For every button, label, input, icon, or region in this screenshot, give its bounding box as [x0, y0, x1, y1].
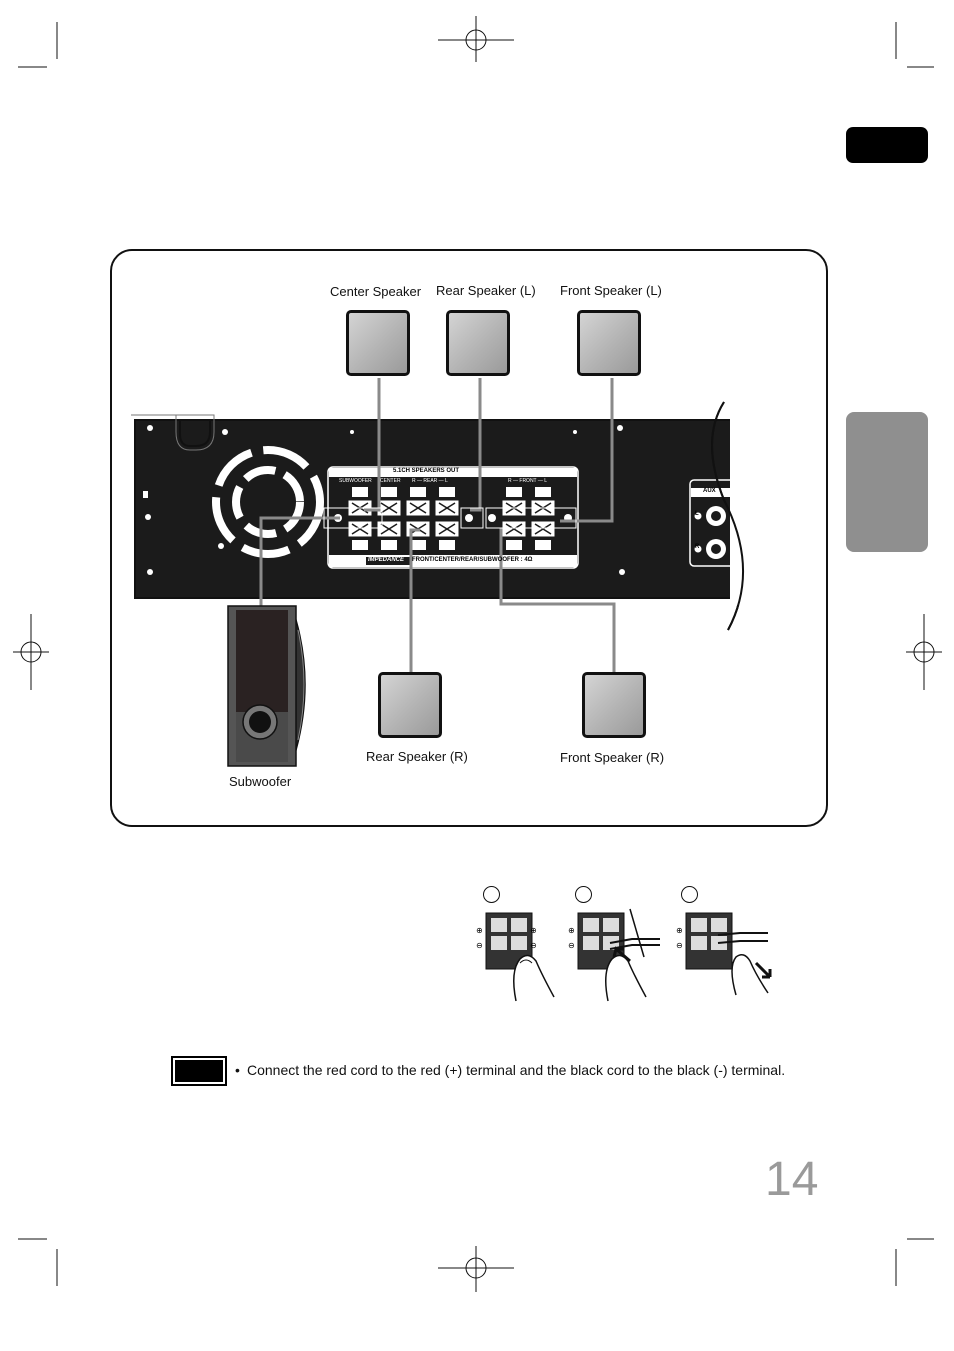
svg-text:⊖: ⊖	[676, 941, 683, 950]
step-3-marker	[681, 886, 698, 903]
subwoofer	[227, 605, 306, 767]
section-tab	[846, 127, 928, 163]
registration-mark-icon	[13, 614, 49, 690]
panel-col-subwoofer: SUBWOOFER	[339, 478, 372, 484]
rear-speaker-right	[378, 672, 442, 738]
subwoofer-label: Subwoofer	[229, 774, 292, 789]
svg-text:⊕: ⊕	[568, 926, 575, 935]
svg-text:⊖: ⊖	[568, 941, 575, 950]
center-speaker-label: Center Speaker	[330, 284, 422, 299]
registration-mark-icon	[438, 1246, 514, 1292]
finger-press-icon	[605, 954, 647, 1002]
finger-press-icon	[513, 954, 555, 1002]
note-body: Connect the red cord to the red (+) term…	[247, 1062, 786, 1078]
panel-header: 5.1CH SPEAKERS OUT	[393, 468, 460, 474]
registration-mark-icon	[438, 16, 514, 62]
front-speaker-right-label: Front Speaker (R)	[560, 750, 665, 765]
svg-text:⊕: ⊕	[476, 926, 483, 935]
front-speaker-right	[582, 672, 646, 738]
aux-l-label: L	[695, 511, 699, 517]
panel-col-center: CENTER	[380, 478, 401, 484]
arrow-icon	[754, 961, 772, 979]
arrow-icon	[612, 946, 631, 963]
chapter-tab	[846, 412, 928, 552]
svg-text:⊕: ⊕	[676, 926, 683, 935]
panel-col-rear: R — REAR — L	[412, 478, 448, 484]
note-badge	[171, 1056, 227, 1086]
note-bullet: •	[235, 1062, 240, 1078]
connection-steps: ⊕ ⊖ ⊕ ⊖ ⊕ ⊖ ⊕ ⊖	[476, 908, 772, 1002]
finger-press-icon	[731, 954, 769, 996]
front-speaker-left-label: Front Speaker (L)	[560, 283, 662, 298]
panel-impedance-text: FRONT/CENTER/REAR/SUBWOOFER : 4Ω	[412, 557, 533, 563]
connection-diagram-frame	[110, 249, 828, 827]
aux-label: AUX	[703, 488, 716, 494]
svg-text:⊕: ⊕	[530, 926, 537, 935]
aux-r-label: R	[695, 544, 700, 550]
step-1-marker	[483, 886, 500, 903]
panel-col-front: R — FRONT — L	[508, 478, 548, 484]
svg-text:⊖: ⊖	[530, 941, 537, 950]
page-number: 14	[765, 1153, 819, 1206]
svg-text:⊖: ⊖	[476, 941, 483, 950]
center-speaker	[346, 310, 410, 376]
panel-impedance-tag: IMPEDANCE	[368, 557, 405, 563]
registration-mark-icon	[906, 614, 942, 690]
front-speaker-left	[577, 310, 641, 376]
rear-speaker-left-label: Rear Speaker (L)	[436, 283, 536, 298]
step-2-marker	[575, 886, 592, 903]
note-text: • Connect the red cord to the red (+) ter…	[235, 1060, 795, 1081]
rear-speaker-left	[446, 310, 510, 376]
rear-speaker-right-label: Rear Speaker (R)	[366, 749, 468, 764]
